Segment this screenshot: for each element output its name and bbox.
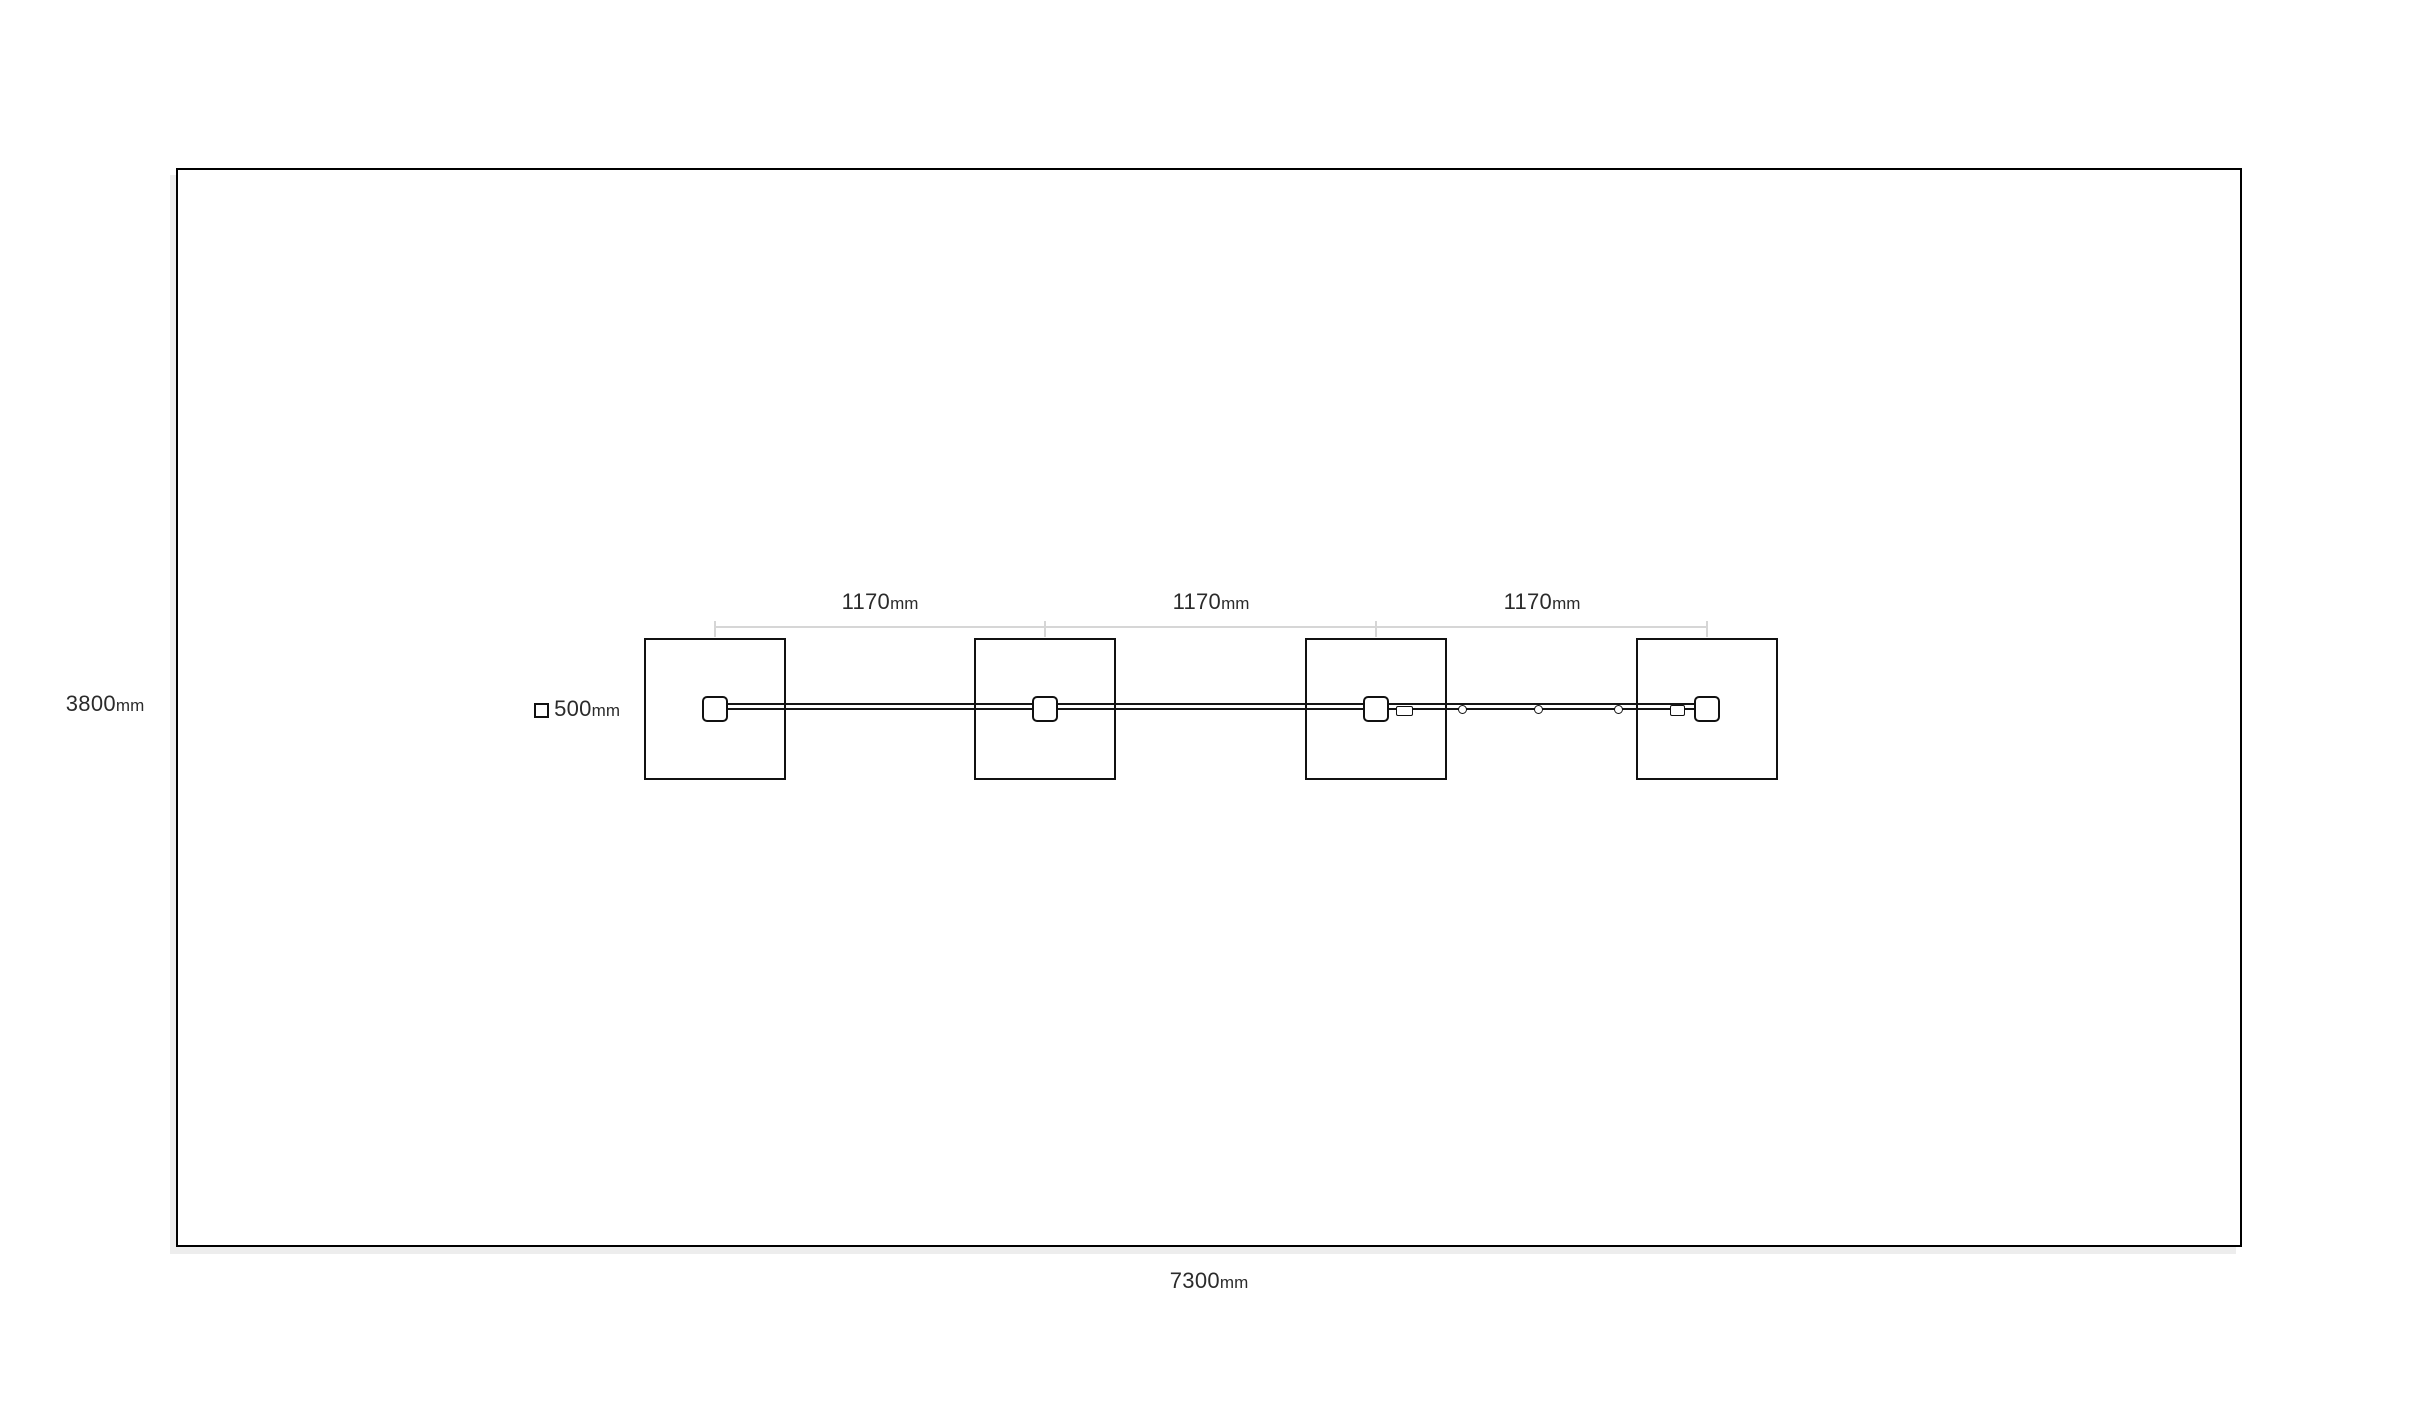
fixture-connector-3[interactable] xyxy=(1363,696,1389,722)
room-width-unit: mm xyxy=(1219,1273,1249,1292)
spacing-value: 1170 xyxy=(1172,589,1222,614)
fixture-connector-1[interactable] xyxy=(702,696,728,722)
room-height-dimension: 3800mm xyxy=(40,691,170,717)
panel-size-unit: mm xyxy=(591,701,620,720)
spacing-dimension-line xyxy=(715,626,1707,628)
fixture-connector-2[interactable] xyxy=(1032,696,1058,722)
wire-connector-dot xyxy=(1614,705,1623,714)
dimension-tick xyxy=(714,621,716,637)
room-outline: 1170mm 1170mm 1170mm 500mm xyxy=(176,168,2242,1247)
fixture-connector-4[interactable] xyxy=(1694,696,1720,722)
dimension-tick xyxy=(1375,621,1377,637)
square-symbol-icon xyxy=(534,703,550,718)
spacing-dimension-label-3: 1170mm xyxy=(1476,589,1608,615)
panel-size-dimension: 500mm xyxy=(474,696,620,725)
room-height-unit: mm xyxy=(115,696,145,715)
spacing-unit: mm xyxy=(1221,594,1250,613)
spacing-value: 1170 xyxy=(1503,589,1553,614)
wire-fitting xyxy=(1670,705,1685,716)
room-width-dimension: 7300mm xyxy=(1134,1268,1284,1294)
wire-connector-dot xyxy=(1534,705,1543,714)
spacing-unit: mm xyxy=(890,594,919,613)
spacing-dimension-label-1: 1170mm xyxy=(814,589,946,615)
spacing-unit: mm xyxy=(1552,594,1581,613)
room-height-value: 3800 xyxy=(65,691,116,716)
dimension-tick xyxy=(1706,621,1708,637)
track-wire-top xyxy=(728,703,1694,705)
wire-fitting xyxy=(1396,706,1413,716)
panel-size-value: 500 xyxy=(554,696,592,721)
wire-connector-dot xyxy=(1458,705,1467,714)
room-width-value: 7300 xyxy=(1169,1268,1220,1293)
track-wire-bottom xyxy=(728,708,1694,710)
dimension-tick xyxy=(1044,621,1046,637)
spacing-value: 1170 xyxy=(841,589,891,614)
spacing-dimension-label-2: 1170mm xyxy=(1145,589,1277,615)
